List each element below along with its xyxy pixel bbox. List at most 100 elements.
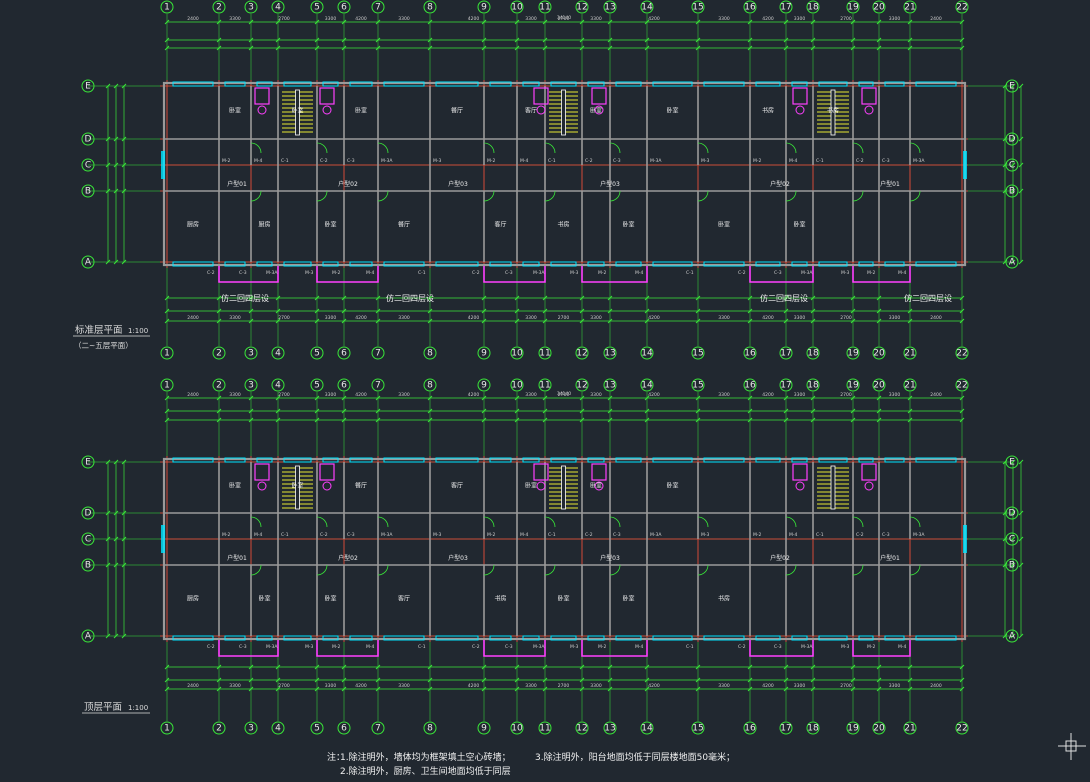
axis-bubble-label: 11 bbox=[539, 3, 550, 13]
axis-bubble-label: 4 bbox=[275, 349, 281, 359]
axis-bubble-circle bbox=[423, 0, 437, 14]
dimension-tick bbox=[164, 308, 170, 314]
door-tag: M-3A bbox=[913, 158, 925, 164]
dimension-tick bbox=[375, 295, 381, 301]
axis-bubble-label: 12 bbox=[576, 3, 587, 13]
axis-bubble-column-bottom: 15 bbox=[691, 721, 705, 735]
window-top bbox=[915, 457, 957, 463]
axis-bubble-row-left: E bbox=[81, 455, 95, 469]
room-label: 餐厅 bbox=[398, 221, 410, 229]
dimension-value: 4200 bbox=[468, 315, 480, 321]
sanitary-fixture bbox=[591, 463, 607, 481]
dimension-tick bbox=[427, 395, 433, 401]
axis-bubble-row-left: B bbox=[81, 558, 95, 572]
axis-bubble-circle bbox=[538, 378, 552, 392]
axis-bubble-column-top: 22 bbox=[955, 378, 969, 392]
dimension-value: 2700 bbox=[278, 16, 290, 22]
window-tag: C-2 bbox=[738, 644, 746, 650]
axis-bubble-label: 8 bbox=[427, 3, 433, 13]
dimension-value: 3300 bbox=[889, 16, 901, 22]
dimension-value: 2400 bbox=[187, 683, 199, 689]
axis-bubble-label: 11 bbox=[539, 381, 550, 391]
door-swing bbox=[609, 564, 621, 576]
axis-bubble-layer: 1122334455667788991010111112121313141415… bbox=[81, 0, 1019, 735]
room-label: 客厅 bbox=[451, 482, 463, 490]
dimension-value: 2700 bbox=[558, 683, 570, 689]
window-top bbox=[522, 457, 540, 463]
balcony-rail bbox=[749, 266, 814, 283]
axis-bubble-circle bbox=[575, 721, 589, 735]
dimension-tick bbox=[375, 45, 381, 51]
dimension-tick bbox=[607, 45, 613, 51]
dimension-tick bbox=[907, 408, 913, 414]
window-top bbox=[224, 457, 246, 463]
door-tag: C-3 bbox=[882, 158, 890, 164]
axis-bubble-label: 6 bbox=[341, 724, 347, 734]
dimension-tick bbox=[341, 308, 347, 314]
axis-bubble-label: 17 bbox=[780, 3, 791, 13]
dimension-value: 2400 bbox=[930, 392, 942, 398]
axis-bubble-column-bottom: 14 bbox=[640, 346, 654, 360]
dimension-tick bbox=[783, 19, 789, 25]
dimension-tick bbox=[164, 686, 170, 692]
door-swing bbox=[544, 190, 556, 202]
dimension-tick bbox=[1018, 536, 1024, 542]
dimension-tick bbox=[542, 408, 548, 414]
dimension-tick bbox=[121, 562, 127, 568]
axis-bubble-circle bbox=[872, 378, 886, 392]
dimension-value: 4200 bbox=[648, 392, 660, 398]
dimension-value: 3300 bbox=[325, 315, 337, 321]
axis-bubble-circle bbox=[603, 378, 617, 392]
overall-dimension-value: 34140 bbox=[557, 391, 571, 397]
axis-bubble-circle bbox=[806, 0, 820, 14]
dimension-tick bbox=[783, 677, 789, 683]
axis-bubble-column-top: 16 bbox=[743, 0, 757, 14]
dimension-tick bbox=[427, 19, 433, 25]
dimension-tick bbox=[375, 664, 381, 670]
dimension-tick bbox=[783, 408, 789, 414]
axis-bubble-label: 10 bbox=[511, 349, 523, 359]
axis-bubble-column-top: 19 bbox=[846, 0, 860, 14]
window-top bbox=[915, 81, 957, 87]
axis-bubble-circle bbox=[423, 378, 437, 392]
axis-bubble-column-top: 1 bbox=[160, 378, 174, 392]
dimension-tick bbox=[248, 395, 254, 401]
window-tag: C-3 bbox=[774, 270, 782, 276]
axis-bubble-column-top: 2 bbox=[212, 0, 226, 14]
dimension-tick bbox=[1010, 633, 1016, 639]
window-tag: M-3A bbox=[266, 644, 278, 650]
window-tag: C-3 bbox=[505, 270, 513, 276]
axis-bubble-circle bbox=[371, 378, 385, 392]
dimension-tick bbox=[876, 19, 882, 25]
axis-bubble-label: 20 bbox=[873, 381, 885, 391]
axis-bubble-column-bottom: 4 bbox=[271, 721, 285, 735]
axis-bubble-circle bbox=[310, 721, 324, 735]
axis-bubble-column-bottom: 13 bbox=[603, 346, 617, 360]
room-label: 卧室 bbox=[324, 595, 336, 603]
axis-bubble-column-top: 6 bbox=[337, 378, 351, 392]
axis-bubble-column-bottom: 17 bbox=[779, 346, 793, 360]
axis-bubble-column-top: 19 bbox=[846, 378, 860, 392]
axis-bubble-circle bbox=[1005, 558, 1019, 572]
dimension-value: 4200 bbox=[355, 315, 367, 321]
window-top bbox=[256, 457, 273, 463]
axis-bubble-circle bbox=[1005, 506, 1019, 520]
window-tag: M-3A bbox=[266, 270, 278, 276]
axis-bubble-column-bottom: 12 bbox=[575, 346, 589, 360]
dimension-tick bbox=[644, 318, 650, 324]
axis-bubble-label: 2 bbox=[216, 381, 222, 391]
axis-bubble-label: 21 bbox=[904, 724, 915, 734]
stair-well bbox=[561, 465, 566, 510]
axis-bubble-circle bbox=[806, 346, 820, 360]
door-tag: C-3 bbox=[347, 158, 355, 164]
axis-bubble-column-top: 13 bbox=[603, 378, 617, 392]
dimension-tick bbox=[695, 295, 701, 301]
dimension-tick bbox=[248, 308, 254, 314]
axis-bubble-label: 9 bbox=[481, 3, 487, 13]
overall-dimension-value: 34140 bbox=[557, 15, 571, 21]
dimension-tick bbox=[105, 510, 111, 516]
dimension-tick bbox=[314, 664, 320, 670]
door-swing bbox=[909, 190, 921, 202]
axis-bubble-circle bbox=[1005, 255, 1019, 269]
